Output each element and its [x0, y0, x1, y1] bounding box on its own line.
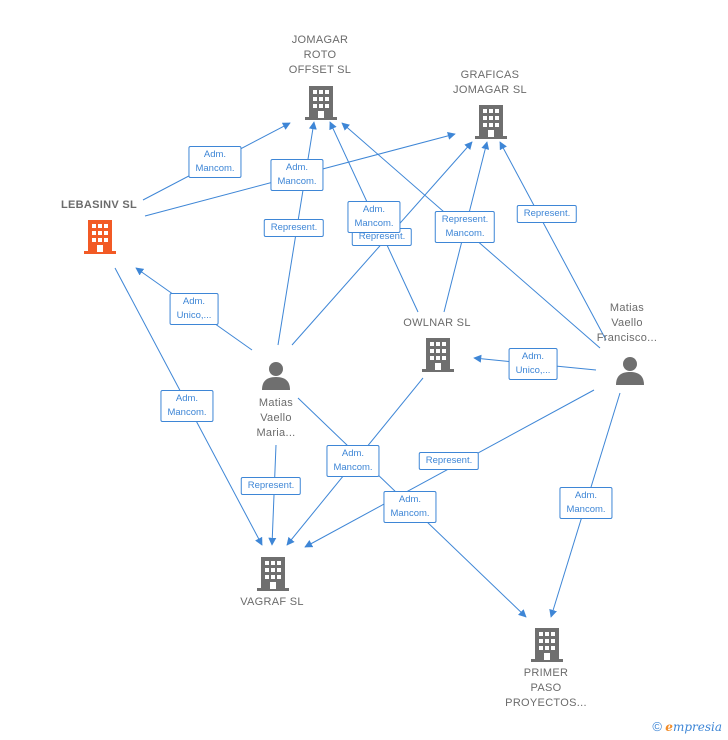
person-label-matias-francisco[interactable]: Matias Vaello Francisco... [596, 302, 658, 344]
building-icon[interactable] [422, 336, 454, 372]
edge-label-adm-mancom[interactable]: Adm.Mancom. [160, 390, 214, 422]
brand-logo: © empresia [652, 719, 722, 734]
building-icon-highlight[interactable] [84, 218, 116, 254]
company-label-jomagar-roto[interactable]: JOMAGAR ROTO OFFSET SL [288, 34, 352, 76]
company-label-lebasinv[interactable]: LEBASINV SL [60, 199, 138, 211]
person-icon[interactable] [615, 355, 645, 385]
edge-maria-vagraf [268, 444, 277, 546]
edge-label-adm-mancom[interactable]: Adm.Mancom. [188, 146, 242, 178]
edge-label-adm-mancom[interactable]: Adm.Mancom. [270, 159, 324, 191]
edge-label-represent[interactable]: Represent. [263, 219, 325, 237]
company-label-graficas-jomagar[interactable]: GRAFICAS JOMAGAR SL [453, 69, 527, 96]
building-icon[interactable] [257, 555, 289, 591]
company-label-primer-paso[interactable]: PRIMER PASO PROYECTOS... [505, 667, 587, 709]
edge-label-adm-unico[interactable]: Adm.Unico,... [169, 293, 219, 325]
edge-label-adm-mancom[interactable]: Adm.Mancom. [559, 487, 613, 519]
person-icon[interactable] [261, 360, 291, 390]
edge-label-adm-mancom[interactable]: Adm.Mancom. [347, 201, 401, 233]
edge-label-represent[interactable]: Represent. [516, 205, 578, 223]
building-icon[interactable] [305, 84, 337, 120]
company-label-vagraf[interactable]: VAGRAF SL [240, 596, 304, 608]
person-label-matias-maria[interactable]: Matias Vaello Maria... [256, 397, 296, 439]
edge-label-adm-mancom[interactable]: Adm.Mancom. [383, 491, 437, 523]
company-label-owlnar[interactable]: OWLNAR SL [403, 317, 471, 329]
edge-label-adm-unico[interactable]: Adm.Unico,... [508, 348, 558, 380]
edge-francisco-graficas [499, 141, 607, 341]
edge-label-represent[interactable]: Represent. [418, 452, 480, 470]
edge-label-represent[interactable]: Represent. [240, 477, 302, 495]
edge-label-adm-mancom[interactable]: Adm.Mancom. [326, 445, 380, 477]
edge-label-represent-mancom[interactable]: Represent.Mancom. [434, 211, 496, 243]
copyright-icon: © [652, 719, 662, 734]
building-icon[interactable] [531, 626, 563, 662]
building-icon[interactable] [475, 103, 507, 139]
